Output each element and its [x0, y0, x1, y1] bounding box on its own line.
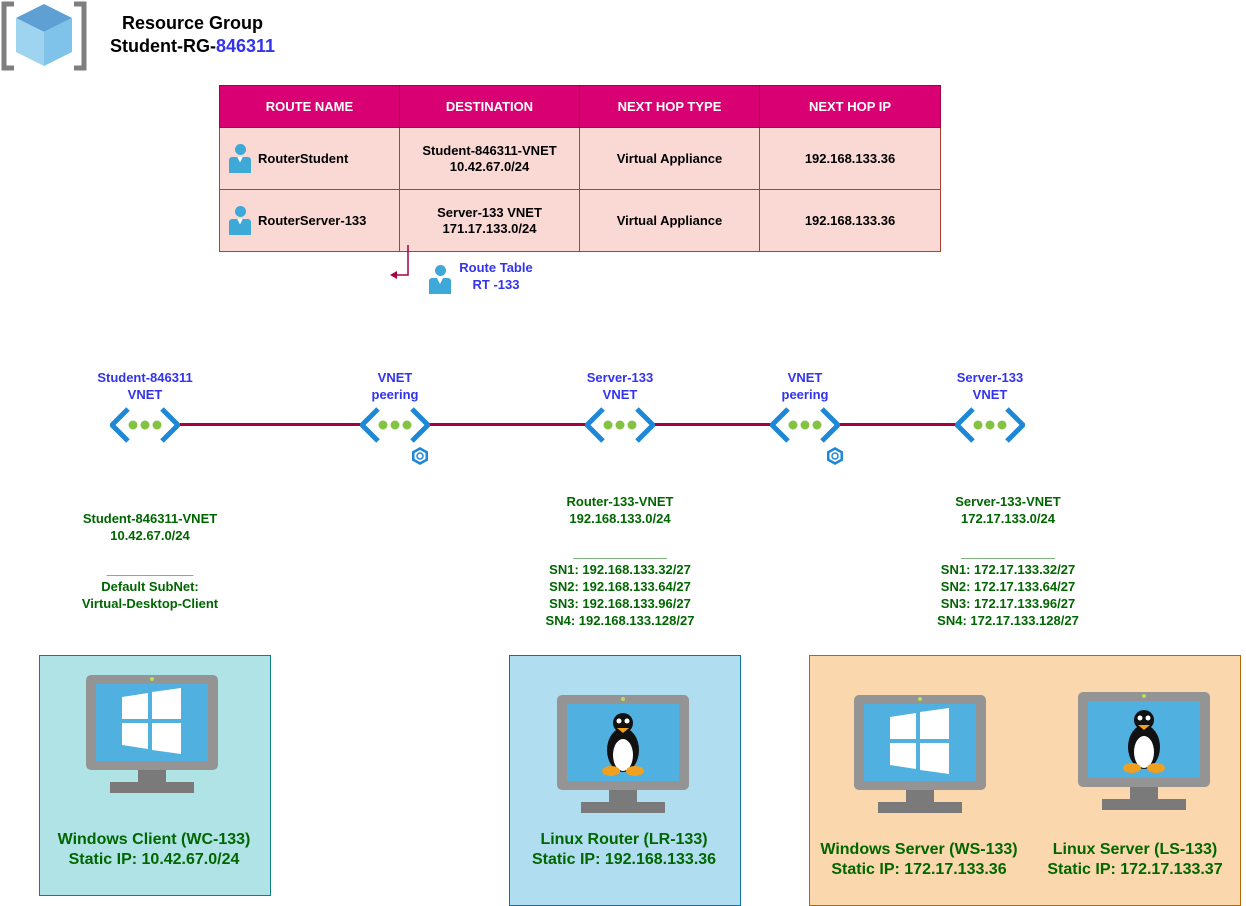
route-table-label: Route Table RT -133	[446, 259, 546, 293]
destination-cidr: 171.17.133.0/24	[442, 220, 537, 236]
machine-ip: Static IP: 192.168.133.36	[531, 851, 717, 868]
student-vnet-cidr: 10.42.67.0/24	[110, 528, 190, 543]
header-next-hop-ip: NEXT HOP IP	[759, 85, 941, 128]
link-student-peering1	[180, 423, 365, 426]
user-icon	[228, 205, 252, 236]
header-destination: DESTINATION	[399, 85, 580, 128]
destination-cell: Student-846311-VNET 10.42.67.0/24	[399, 127, 580, 190]
vnet-peering-icon	[769, 405, 841, 445]
link-server-peering2	[650, 423, 775, 426]
windows-client-label: Windows Client (WC-133) Static IP: 10.42…	[39, 830, 269, 870]
route-name: RouterServer-133	[258, 212, 367, 228]
link-peering2-server	[838, 423, 960, 426]
vnet-node-label: Server-133 VNET	[560, 369, 680, 403]
subnet-item: SN2: 172.17.133.64/27	[940, 579, 1076, 594]
vnet-node-label-line2: VNET	[602, 387, 638, 402]
separator: _____________	[961, 545, 1055, 560]
destination-name: Server-133 VNET	[437, 204, 542, 220]
separator: ____________	[106, 562, 194, 577]
user-icon	[228, 143, 252, 174]
vnet-node-label: Server-133 VNET	[930, 369, 1050, 403]
vnet-node-label-line1: Server-133	[956, 370, 1024, 385]
subnet-item: SN2: 192.168.133.64/27	[549, 579, 691, 594]
machine-name: Windows Server (WS-133)	[820, 841, 1018, 858]
table-row: RouterServer-133 Server-133 VNET 171.17.…	[219, 189, 941, 252]
server-vnet-name: Server-133-VNET	[955, 494, 1061, 509]
subnet-item: SN1: 192.168.133.32/27	[549, 562, 691, 577]
destination-cidr: 10.42.67.0/24	[449, 158, 530, 174]
destination-cell: Server-133 VNET 171.17.133.0/24	[399, 189, 580, 252]
windows-monitor-icon	[854, 695, 986, 815]
machine-ip: Static IP: 10.42.67.0/24	[68, 851, 240, 868]
vnet-peering-icon	[359, 405, 431, 445]
machine-ip: Static IP: 172.17.133.37	[1047, 861, 1223, 878]
student-vnet-info: Student-846311-VNET 10.42.67.0/24 ______…	[50, 510, 250, 612]
resource-group-name: Student-RG-846311	[95, 35, 290, 58]
vnet-peering-label: VNET peering	[335, 369, 455, 403]
header-next-hop-type: NEXT HOP TYPE	[579, 85, 760, 128]
server-vnet-info: Server-133-VNET 172.17.133.0/24 ________…	[908, 493, 1108, 629]
machine-ip: Static IP: 172.17.133.36	[831, 861, 1007, 878]
link-peering1-server	[428, 423, 590, 426]
windows-monitor-icon	[86, 675, 218, 795]
vnet-peering-label-line1: VNET	[787, 370, 823, 385]
default-subnet-name: Virtual-Desktop-Client	[81, 596, 219, 611]
linux-server-label: Linux Server (LS-133) Static IP: 172.17.…	[1030, 840, 1240, 880]
router-vnet-cidr: 192.168.133.0/24	[569, 511, 671, 526]
route-table: ROUTE NAME DESTINATION NEXT HOP TYPE NEX…	[219, 85, 941, 252]
resource-group-icon	[0, 0, 88, 72]
vnet-peering-label: VNET peering	[745, 369, 865, 403]
router-vnet-info: Router-133-VNET 192.168.133.0/24 _______…	[520, 493, 720, 629]
subnet-item: SN4: 172.17.133.128/27	[937, 613, 1079, 628]
table-row: RouterStudent Student-846311-VNET 10.42.…	[219, 127, 941, 190]
resource-group-label: Resource Group	[121, 13, 264, 33]
student-vnet-name: Student-846311-VNET	[82, 511, 218, 526]
server-vnet-cidr: 172.17.133.0/24	[961, 511, 1055, 526]
next-hop-type-cell: Virtual Appliance	[579, 189, 760, 252]
linux-monitor-icon	[1078, 692, 1210, 812]
route-table-header-row: ROUTE NAME DESTINATION NEXT HOP TYPE NEX…	[219, 85, 941, 128]
vnet-node-label: Student-846311 VNET	[80, 369, 210, 403]
subnet-item: SN4: 192.168.133.128/27	[545, 613, 695, 628]
destination-name: Student-846311-VNET	[422, 142, 557, 158]
resource-group-prefix: Student-RG-	[109, 36, 216, 56]
vnet-peering-label-line1: VNET	[377, 370, 413, 385]
next-hop-type-cell: Virtual Appliance	[579, 127, 760, 190]
machine-name: Linux Server (LS-133)	[1052, 841, 1218, 858]
route-name: RouterStudent	[258, 150, 349, 166]
linux-monitor-icon	[557, 695, 689, 815]
peering-badge-icon	[825, 446, 845, 466]
peering-badge-icon	[410, 446, 430, 466]
router-vnet-name: Router-133-VNET	[566, 494, 674, 509]
vnet-icon	[109, 405, 181, 445]
route-name-cell: RouterStudent	[219, 127, 400, 190]
route-name-cell: RouterServer-133	[219, 189, 400, 252]
resource-group-title: Resource Group Student-RG-846311	[95, 12, 290, 58]
windows-server-label: Windows Server (WS-133) Static IP: 172.1…	[809, 840, 1029, 880]
vnet-icon	[584, 405, 656, 445]
machine-name: Linux Router (LR-133)	[540, 831, 708, 848]
vnet-peering-label-line2: peering	[781, 387, 829, 402]
subnet-item: SN3: 172.17.133.96/27	[940, 596, 1076, 611]
vnet-node-label-line2: VNET	[127, 387, 163, 402]
vnet-icon	[954, 405, 1026, 445]
header-route-name: ROUTE NAME	[219, 85, 400, 128]
route-table-label-line2: RT -133	[472, 277, 520, 292]
separator: _____________	[573, 545, 667, 560]
route-table-connector	[388, 245, 420, 280]
vnet-node-label-line1: Student-846311	[97, 370, 193, 385]
vnet-peering-label-line2: peering	[371, 387, 419, 402]
machine-name: Windows Client (WC-133)	[57, 831, 251, 848]
subnet-item: SN1: 172.17.133.32/27	[940, 562, 1076, 577]
route-table-icon	[428, 265, 452, 295]
next-hop-ip-cell: 192.168.133.36	[759, 127, 941, 190]
next-hop-ip-cell: 192.168.133.36	[759, 189, 941, 252]
vnet-node-label-line2: VNET	[972, 387, 1008, 402]
vnet-node-label-line1: Server-133	[586, 370, 654, 385]
linux-router-label: Linux Router (LR-133) Static IP: 192.168…	[509, 830, 739, 870]
default-subnet-label: Default SubNet:	[101, 579, 199, 594]
subnet-item: SN3: 192.168.133.96/27	[549, 596, 691, 611]
route-table-label-line1: Route Table	[459, 260, 533, 275]
resource-group-id: 846311	[215, 36, 276, 56]
